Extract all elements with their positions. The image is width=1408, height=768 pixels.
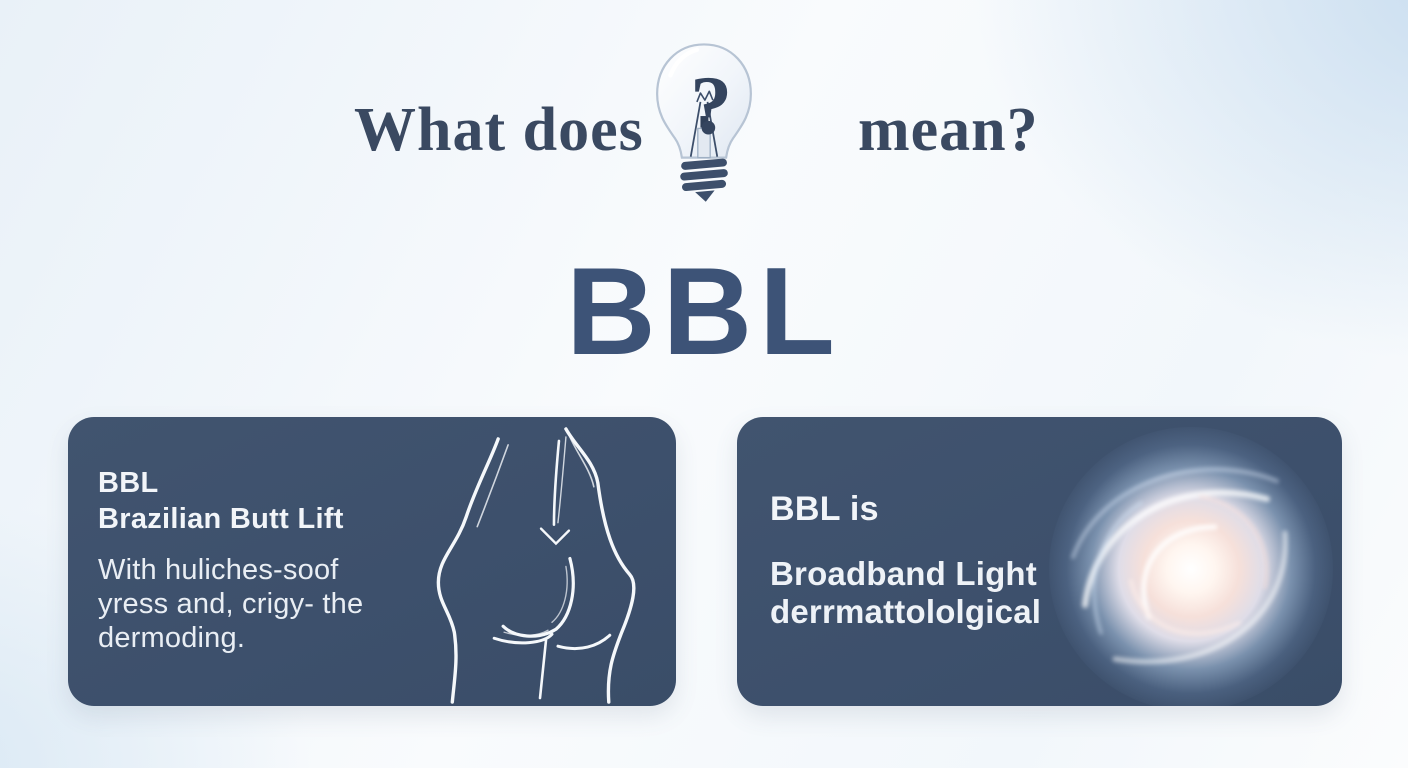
card-left-body-line3: dermoding. (98, 622, 246, 654)
card-left-body-line2: yress and, crigy- the (98, 588, 364, 620)
card-right-text: BBL is Broadband Light derrmattololgical (770, 489, 1100, 631)
card-broadband-light: BBL is Broadband Light derrmattololgical (737, 417, 1342, 706)
title-prefix: What does (354, 96, 644, 164)
card-right-body: Broadband Light derrmattololgical (770, 555, 1100, 631)
card-right-heading: BBL is (770, 490, 879, 528)
card-left-body-line1: With huliches-soof (98, 554, 339, 586)
card-left-heading-line2: Brazilian Butt Lift (98, 503, 344, 535)
card-right-body-line1: Broadband Light (770, 555, 1037, 592)
card-brazilian-butt-lift: BBL Brazilian Butt Lift With huliches-so… (68, 417, 676, 706)
lightbulb-question-icon: ? (648, 40, 760, 208)
light-swirl-icon (1049, 427, 1333, 706)
acronym-headline: BBL (566, 243, 842, 381)
card-right-body-line2: derrmattololgical (770, 593, 1042, 630)
card-left-body: With huliches-soof yress and, crigy- the… (98, 553, 438, 655)
body-silhouette-icon (418, 417, 670, 706)
title-suffix: mean? (858, 96, 1039, 164)
card-left-heading-line1: BBL (98, 467, 159, 499)
card-left-text: BBL Brazilian Butt Lift With huliches-so… (98, 465, 438, 655)
card-left-heading: BBL Brazilian Butt Lift (98, 465, 438, 537)
svg-text:?: ? (690, 60, 732, 153)
